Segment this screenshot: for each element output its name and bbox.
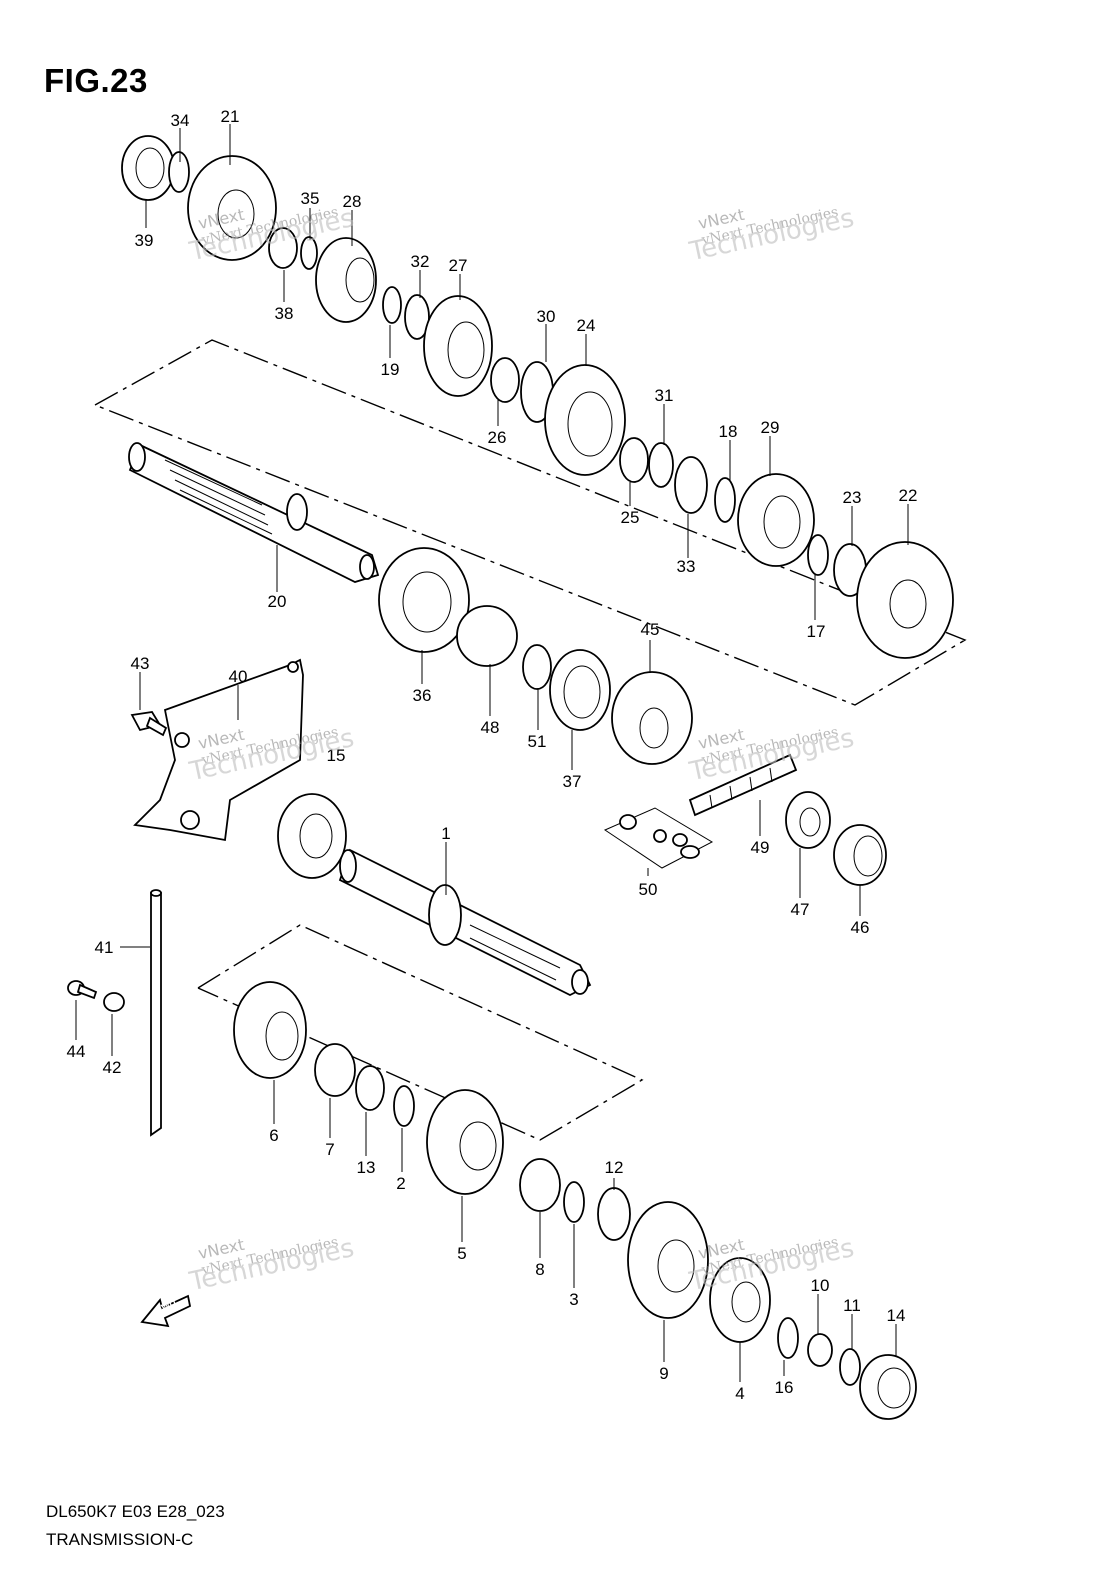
countershaft-part-20 <box>128 442 380 583</box>
callout-23: 23 <box>843 488 862 507</box>
callout-3: 3 <box>569 1290 578 1309</box>
callout-42: 42 <box>103 1058 122 1077</box>
section-name: TRANSMISSION-C <box>46 1530 194 1549</box>
callout-45: 45 <box>641 620 660 639</box>
callout-40: 40 <box>229 667 248 686</box>
callout-26: 26 <box>488 428 507 447</box>
callout-9: 9 <box>659 1364 668 1383</box>
callout-5: 5 <box>457 1244 466 1263</box>
gear-parts <box>121 135 954 1420</box>
leader-lines <box>75 124 909 1382</box>
callout-28: 28 <box>343 192 362 211</box>
callout-50: 50 <box>639 880 658 899</box>
callout-24: 24 <box>577 316 596 335</box>
callout-18: 18 <box>719 422 738 441</box>
callout-49: 49 <box>751 838 770 857</box>
callout-1: 1 <box>441 824 450 843</box>
callout-29: 29 <box>761 418 780 437</box>
callout-10: 10 <box>811 1276 830 1295</box>
bolt-parts <box>67 711 168 1012</box>
chain-link-kit-part-50 <box>603 807 714 869</box>
shift-rod-part-41 <box>150 889 162 1137</box>
callout-11: 11 <box>843 1296 861 1315</box>
upper-assembly-box <box>94 339 967 706</box>
callout-8: 8 <box>535 1260 544 1279</box>
callout-27: 27 <box>449 256 468 275</box>
callout-47: 47 <box>791 900 810 919</box>
callout-19: 19 <box>381 360 400 379</box>
callout-32: 32 <box>411 252 430 271</box>
chain-part-49 <box>688 753 798 817</box>
forward-arrow <box>140 1294 192 1328</box>
callout-30: 30 <box>537 307 556 326</box>
driveshaft-part-1 <box>338 848 592 997</box>
callout-38: 38 <box>275 304 294 323</box>
callout-43: 43 <box>131 654 150 673</box>
callout-17: 17 <box>807 622 826 641</box>
lower-assembly-box <box>197 924 644 1141</box>
bracket-plate-part-40 <box>133 658 304 842</box>
callout-13: 13 <box>357 1158 376 1177</box>
callout-35: 35 <box>301 189 320 208</box>
callout-4: 4 <box>735 1384 744 1403</box>
callout-14: 14 <box>887 1306 906 1325</box>
model-code: DL650K7 E03 E28_023 <box>46 1502 225 1521</box>
callout-6: 6 <box>269 1126 278 1145</box>
callout-7: 7 <box>325 1140 334 1159</box>
callout-33: 33 <box>677 557 696 576</box>
callout-2: 2 <box>396 1174 405 1193</box>
figure-title: FIG.23 <box>44 62 148 99</box>
callout-34: 34 <box>171 111 190 130</box>
callout-31: 31 <box>655 386 674 405</box>
callout-41: 41 <box>95 938 114 957</box>
callout-51: 51 <box>528 732 547 751</box>
callout-20: 20 <box>268 592 287 611</box>
callout-44: 44 <box>67 1042 86 1061</box>
callout-36: 36 <box>413 686 432 705</box>
callout-21: 21 <box>221 107 240 126</box>
callout-46: 46 <box>851 918 870 937</box>
callout-16: 16 <box>775 1378 794 1397</box>
callout-12: 12 <box>605 1158 624 1177</box>
callout-22: 22 <box>899 486 918 505</box>
callout-39: 39 <box>135 231 154 250</box>
callout-48: 48 <box>481 718 500 737</box>
callout-15: 15 <box>327 746 346 765</box>
callout-37: 37 <box>563 772 582 791</box>
callout-25: 25 <box>621 508 640 527</box>
